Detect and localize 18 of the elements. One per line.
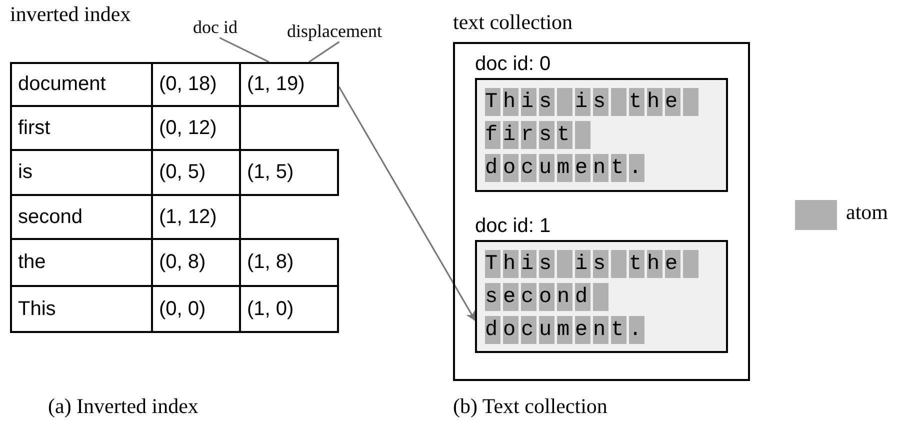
table-cell: (1, 0) [239,285,339,333]
table-cell: This [10,285,153,333]
table-cell: (1, 5) [239,149,339,196]
doc-id-heading: doc id: 1 [475,214,552,239]
table-title: inverted index [10,3,131,26]
table-cell: (1, 19) [239,62,339,107]
table-cell: (1, 8) [239,238,339,287]
arrow [338,86,476,322]
figure-caption: (a) Inverted index [48,395,198,418]
collection-heading: text collection [453,9,574,36]
doc-id-heading: doc id: 0 [475,52,552,77]
figure-caption: (b) Text collection [453,395,608,418]
legend-label: atom [846,201,888,224]
column-annotation: displacement [287,22,382,42]
table-cell: document [10,62,153,107]
leader-line [308,41,340,63]
leader-line [219,37,270,63]
column-annotation: doc id [193,18,238,38]
